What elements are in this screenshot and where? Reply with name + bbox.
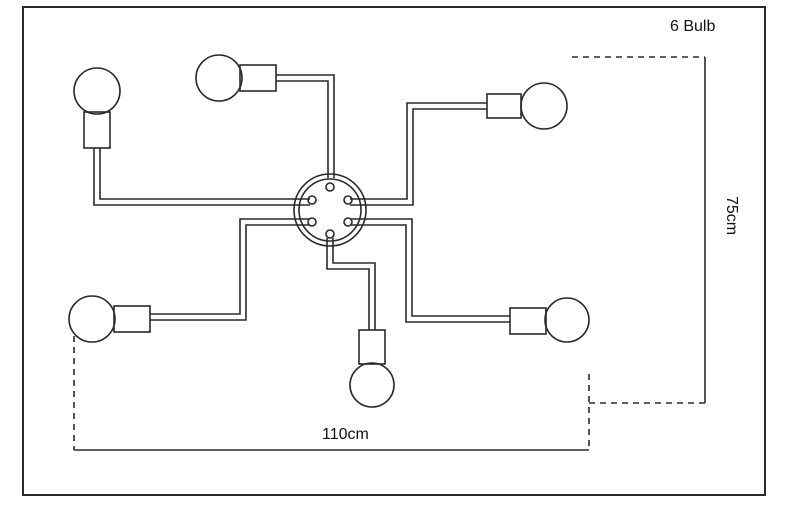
arm-bottom-left [68,218,310,343]
bulb [544,297,590,343]
canopy-socket [343,217,353,227]
arm-top-right [350,82,568,206]
height-dimension-line [572,56,706,404]
bulb-socket [358,329,386,365]
canopy-socket [307,195,317,205]
arm-top [195,54,335,178]
title-label: 6 Bulb [670,18,716,35]
canopy-socket [343,195,353,205]
width-dimension-line [73,336,590,451]
bulb [73,67,121,115]
bulb-socket [239,64,277,92]
canopy-socket [307,217,317,227]
bulb-socket [486,93,522,119]
width-dimension-label: 110cm [322,426,369,443]
bulb-socket [83,111,111,149]
bulb [520,82,568,130]
diagram-frame [22,6,766,496]
arm-bottom-right [350,218,590,343]
bulb [68,295,116,343]
arm-bottom [326,238,395,408]
bulb-socket [113,305,151,333]
canopy-socket [325,182,335,192]
canopy [293,173,367,247]
arm-top-left [73,67,310,206]
bulb [349,362,395,408]
bulb [195,54,243,102]
height-dimension-label: 75cm [723,196,740,236]
canopy-socket [325,229,335,239]
bulb-socket [509,307,547,335]
